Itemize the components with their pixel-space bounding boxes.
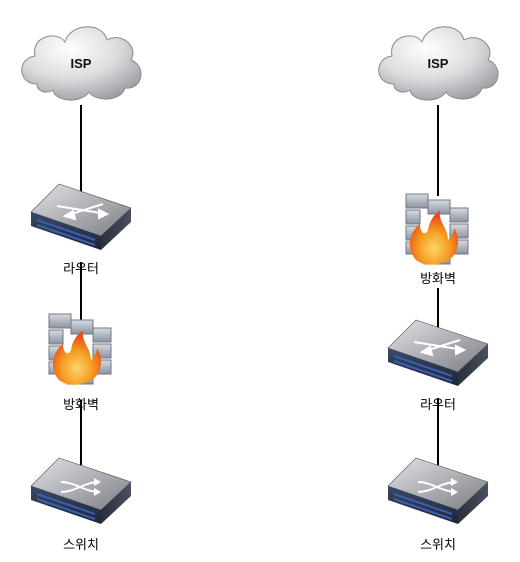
switch-left: 스위치 [30, 457, 132, 553]
firewall-right: 방화벽 [405, 193, 469, 287]
connection-lines [80, 105, 439, 468]
cloud-icon [378, 26, 499, 101]
firewall-label: 방화벽 [420, 272, 456, 287]
cloud-icon [21, 26, 142, 101]
router-icon [30, 183, 132, 250]
router-label: 라우터 [420, 398, 456, 413]
router-right: 라우터 [387, 319, 489, 413]
switch-label: 스위치 [63, 538, 99, 553]
switch-right: 스위치 [387, 457, 489, 553]
firewall-left: 방화벽 [48, 313, 112, 413]
switch-label: 스위치 [420, 538, 456, 553]
isp-cloud-right: ISP [378, 26, 499, 101]
firewall-label: 방화벽 [63, 398, 99, 413]
firewall-icon [405, 193, 469, 265]
firewall-icon [48, 313, 112, 385]
isp-label: ISP [71, 56, 92, 71]
isp-cloud-left: ISP [21, 26, 142, 101]
router-icon [387, 319, 489, 386]
router-left: 라우터 [30, 183, 132, 277]
switch-icon [30, 457, 132, 524]
router-label: 라우터 [63, 262, 99, 277]
switch-icon [387, 457, 489, 524]
isp-label: ISP [428, 56, 449, 71]
